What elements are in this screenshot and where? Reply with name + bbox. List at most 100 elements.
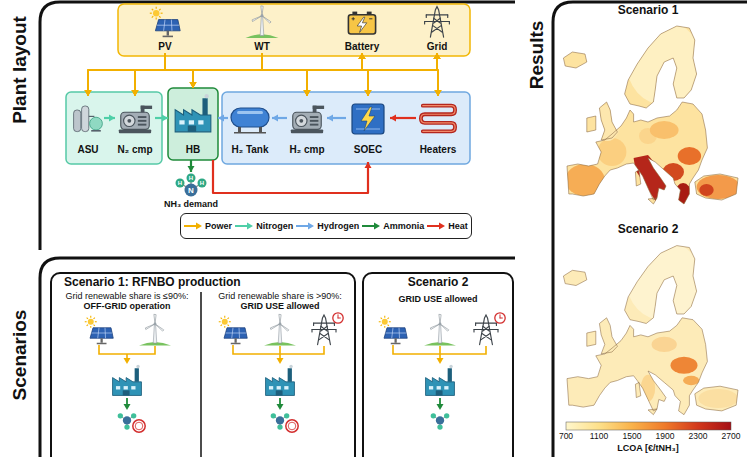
arrow-head — [327, 115, 333, 122]
arrow-head — [434, 53, 441, 59]
process-box: HB — [168, 88, 218, 160]
legend-text: Heat — [448, 221, 468, 231]
connector — [218, 115, 228, 122]
component-label: Grid — [427, 41, 448, 53]
divider-line — [200, 292, 202, 457]
scenario-text: Grid renewable share is ≤90%: — [66, 291, 189, 301]
scenario-title: Scenario 2 — [408, 276, 469, 290]
arrow-head — [435, 90, 442, 96]
arrow-head — [434, 53, 441, 59]
legend-line-sample — [427, 222, 445, 230]
arrow-head — [85, 90, 92, 96]
legend-line — [362, 225, 375, 227]
colorbar — [566, 422, 731, 430]
connector — [85, 53, 166, 96]
process-node: Heaters — [416, 96, 460, 158]
scenario-text: Grid renewable share is >90%: — [218, 291, 341, 301]
connector-line — [307, 53, 362, 96]
component-label: HB — [186, 144, 200, 156]
arrow-head — [272, 115, 278, 122]
process-node: SOEC — [346, 96, 390, 162]
arrow-head — [434, 53, 441, 59]
colorbar-tick: 1100 — [590, 431, 608, 441]
legend-text: Ammonia — [383, 221, 424, 231]
component-label: H₂ cmp — [289, 144, 324, 156]
arrow-head — [435, 90, 442, 96]
connector — [165, 53, 311, 96]
arrow-head — [304, 90, 311, 96]
connector-line — [88, 53, 437, 96]
arrow-head — [365, 90, 372, 96]
legend-item: Heat — [427, 221, 468, 231]
arrow-head — [365, 162, 372, 168]
atom-letter: N — [188, 186, 194, 195]
panel-title: Scenarios — [9, 310, 31, 401]
arrow-head — [162, 115, 168, 122]
arrow-head — [359, 53, 366, 59]
arrow-head — [359, 53, 366, 59]
legend-item: Power — [184, 221, 232, 231]
legend-line — [296, 225, 309, 227]
connector — [85, 53, 366, 96]
connector-line — [88, 53, 262, 96]
arrow-head — [85, 90, 92, 96]
component-label: H₂ Tank — [231, 144, 268, 156]
arrow-head — [188, 166, 195, 172]
atom-letter: H — [200, 180, 204, 186]
arrow-head — [359, 53, 366, 59]
arrow-head — [132, 90, 139, 96]
pv-icon — [150, 7, 180, 37]
source-node: PV — [140, 6, 190, 53]
source-node: Grid — [414, 6, 460, 53]
arrow-head — [434, 53, 441, 59]
soec-icon — [352, 104, 384, 134]
process-node: N₂ cmp — [115, 96, 155, 158]
arrow-head — [132, 90, 139, 96]
connector — [262, 53, 442, 96]
connector — [155, 115, 168, 122]
map-title: Scenario 1 — [618, 3, 679, 17]
process-node: H₂ cmp — [287, 96, 327, 158]
connector — [132, 53, 166, 96]
connector — [165, 53, 372, 96]
connector — [304, 53, 441, 96]
arrow-head — [359, 53, 366, 59]
connector-line — [135, 53, 165, 96]
arrow-head — [365, 90, 372, 96]
compressor-icon — [291, 106, 324, 134]
connector-line — [88, 53, 165, 96]
connector-line — [437, 53, 438, 96]
connector — [132, 53, 263, 96]
connector-line — [88, 53, 362, 96]
connector — [359, 53, 442, 96]
legend-text: Hydrogen — [317, 221, 359, 231]
source-node: Battery — [336, 6, 388, 53]
arrow-head — [85, 90, 92, 96]
arrow-head — [434, 53, 441, 59]
connector-line — [362, 53, 368, 96]
connector-line — [307, 53, 437, 96]
connector — [390, 115, 416, 122]
component-label: Battery — [345, 41, 379, 53]
arrow-head — [365, 90, 372, 96]
legend-line — [235, 225, 248, 227]
arrow-head — [390, 115, 396, 122]
colorbar-tick: 1500 — [623, 431, 642, 441]
map-scenario-1 — [558, 18, 740, 208]
arrow-head — [190, 82, 197, 88]
arrow-head — [190, 82, 197, 88]
connector — [434, 53, 442, 96]
colorbar-tick: 2700 — [722, 431, 741, 441]
connector — [132, 53, 441, 96]
arrow-head — [218, 115, 224, 122]
connector — [132, 53, 366, 96]
scenario-text: OFF-GRID operation — [84, 301, 171, 311]
legend-text: Nitrogen — [256, 221, 293, 231]
arrow-head — [365, 90, 372, 96]
connector — [188, 160, 195, 172]
connector — [327, 115, 346, 122]
connector-line — [262, 53, 307, 96]
arrow-head — [190, 82, 197, 88]
connector — [365, 53, 441, 96]
scenario-box: Scenario 1: RFNBO productionGrid renewab… — [50, 272, 356, 457]
